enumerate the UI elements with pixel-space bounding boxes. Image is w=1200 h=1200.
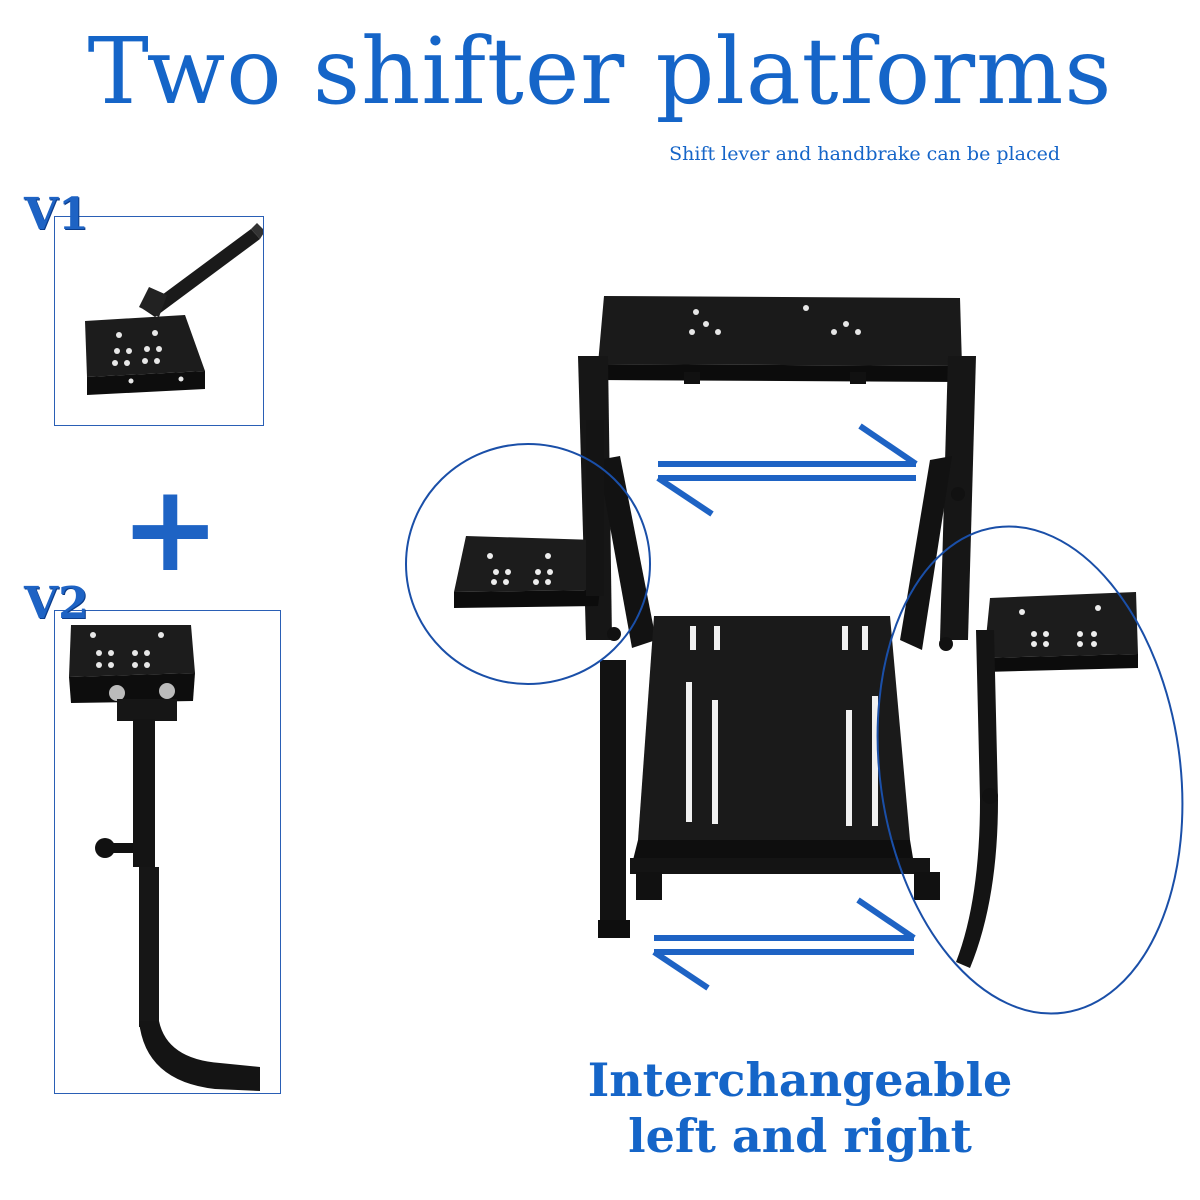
v2-shifter-stand-image [69, 625, 260, 1091]
v2-label: V2 [24, 578, 89, 629]
double-arrow-icon [656, 423, 918, 517]
right-highlight-ellipse [876, 525, 1184, 1015]
bottom-caption: Interchangeable left and right [520, 1052, 1080, 1164]
caption-line-1: Interchangeable [587, 1053, 1013, 1107]
caption-line-2: left and right [628, 1109, 972, 1164]
wheel-mount-plate [598, 296, 962, 384]
double-arrow-icon [652, 897, 916, 991]
v1-panel-frame [54, 216, 264, 426]
headline-title: Two shifter platforms [87, 18, 1113, 125]
plus-icon: + [120, 460, 221, 599]
v2-panel-frame [54, 610, 281, 1094]
v1-shifter-plate-image [85, 223, 263, 395]
subtitle: Shift lever and handbrake can be placed [669, 143, 1060, 165]
left-highlight-ellipse [405, 443, 651, 685]
v1-label: V1 [24, 189, 89, 240]
